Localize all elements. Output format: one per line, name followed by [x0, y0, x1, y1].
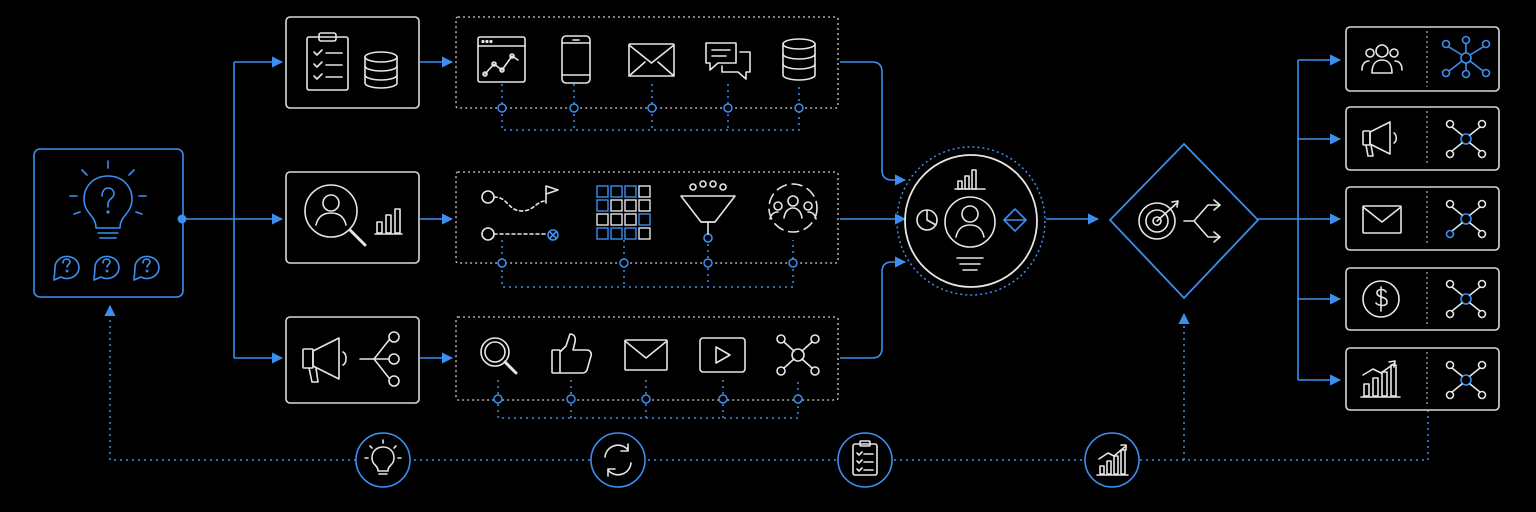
- dollar-coin-icon: [1362, 280, 1400, 318]
- feedback-node-iterate: [590, 432, 646, 488]
- network-node-icon: [1441, 35, 1491, 79]
- clipboard-report-icon: [852, 440, 878, 476]
- target-icon: [1138, 200, 1179, 240]
- output-box-growth: [1345, 347, 1500, 411]
- speech-question-icon: [133, 255, 160, 281]
- megaphone-icon: [302, 337, 347, 383]
- calendar-cell: [624, 227, 637, 240]
- split-arrows-icon: [1183, 199, 1221, 243]
- video-play-icon: [699, 337, 746, 373]
- database-icon: [782, 38, 816, 81]
- search-icon: [480, 337, 518, 375]
- clipboard-checklist-icon: [306, 32, 349, 91]
- share-network-icon: [359, 331, 400, 387]
- channel-group-social: [455, 316, 839, 419]
- calendar-cell: [596, 213, 609, 226]
- speech-question-icon: [93, 255, 120, 281]
- start-node: [33, 148, 184, 298]
- channel-group-digital: [455, 16, 839, 131]
- calendar-cell: [624, 185, 637, 198]
- calendar-cell: [638, 185, 651, 198]
- source-box-data: [285, 16, 420, 109]
- megaphone-icon: [1362, 121, 1398, 157]
- smartphone-icon: [561, 35, 591, 84]
- group-2-links: [497, 240, 798, 288]
- envelope-icon: [624, 339, 668, 371]
- connectors: [104, 54, 1429, 461]
- chat-bubbles-icon: [705, 42, 751, 80]
- analytics-hub: [896, 146, 1046, 296]
- pie-chart-icon: [916, 209, 938, 231]
- source-box-research: [285, 171, 420, 264]
- calendar-cell: [638, 227, 651, 240]
- calendar-cell: [596, 185, 609, 198]
- calendar-grid-icon: [596, 185, 651, 240]
- calendar-cell: [610, 199, 623, 212]
- user-journey-path-icon: [481, 185, 559, 241]
- calendar-cell: [596, 227, 609, 240]
- network-node-icon: [1445, 279, 1487, 319]
- network-node-icon: [1445, 360, 1487, 400]
- output-box-team: [1345, 26, 1500, 92]
- growth-chart-icon: [1096, 444, 1129, 476]
- envelope-icon: [628, 43, 675, 77]
- calendar-cell: [638, 199, 651, 212]
- output-box-email: [1345, 186, 1500, 251]
- lightbulb-question-icon: [69, 160, 147, 239]
- summary-lines-icon: [956, 257, 984, 271]
- decision-node: [1108, 142, 1260, 300]
- user-search-icon: [304, 184, 367, 247]
- audience-target-icon: [768, 183, 818, 233]
- conversion-funnel-icon: [680, 180, 736, 243]
- source-box-marketing: [285, 316, 420, 404]
- feedback-node-insight: [355, 432, 411, 488]
- diamond-arrows-icon: [1003, 208, 1027, 232]
- feedback-node-report: [837, 432, 893, 488]
- calendar-cell: [624, 199, 637, 212]
- output-box-campaign: [1345, 106, 1500, 171]
- network-node-icon: [776, 334, 820, 376]
- feedback-node-growth: [1084, 432, 1140, 488]
- calendar-cell: [638, 213, 651, 226]
- refresh-cycle-icon: [604, 443, 632, 477]
- bar-chart-icon: [954, 169, 986, 190]
- network-node-icon: [1445, 119, 1487, 159]
- bar-chart-icon: [374, 208, 403, 235]
- thumbs-up-icon: [551, 333, 593, 374]
- output-box-revenue: [1345, 267, 1500, 331]
- growth-chart-icon: [1360, 360, 1401, 398]
- browser-analytics-icon: [477, 36, 526, 83]
- user-profile-icon: [944, 196, 996, 248]
- database-icon: [364, 51, 398, 89]
- channel-group-analysis: [455, 171, 839, 288]
- calendar-cell: [624, 213, 637, 226]
- group-1-links: [497, 84, 804, 131]
- team-icon: [1361, 44, 1403, 74]
- envelope-icon: [1362, 205, 1402, 234]
- calendar-cell: [610, 227, 623, 240]
- speech-question-icon: [53, 255, 80, 281]
- group-3-links: [493, 380, 803, 419]
- calendar-cell: [610, 185, 623, 198]
- lightbulb-icon: [364, 439, 402, 475]
- calendar-cell: [596, 199, 609, 212]
- network-node-icon: [1445, 199, 1487, 239]
- calendar-cell: [610, 213, 623, 226]
